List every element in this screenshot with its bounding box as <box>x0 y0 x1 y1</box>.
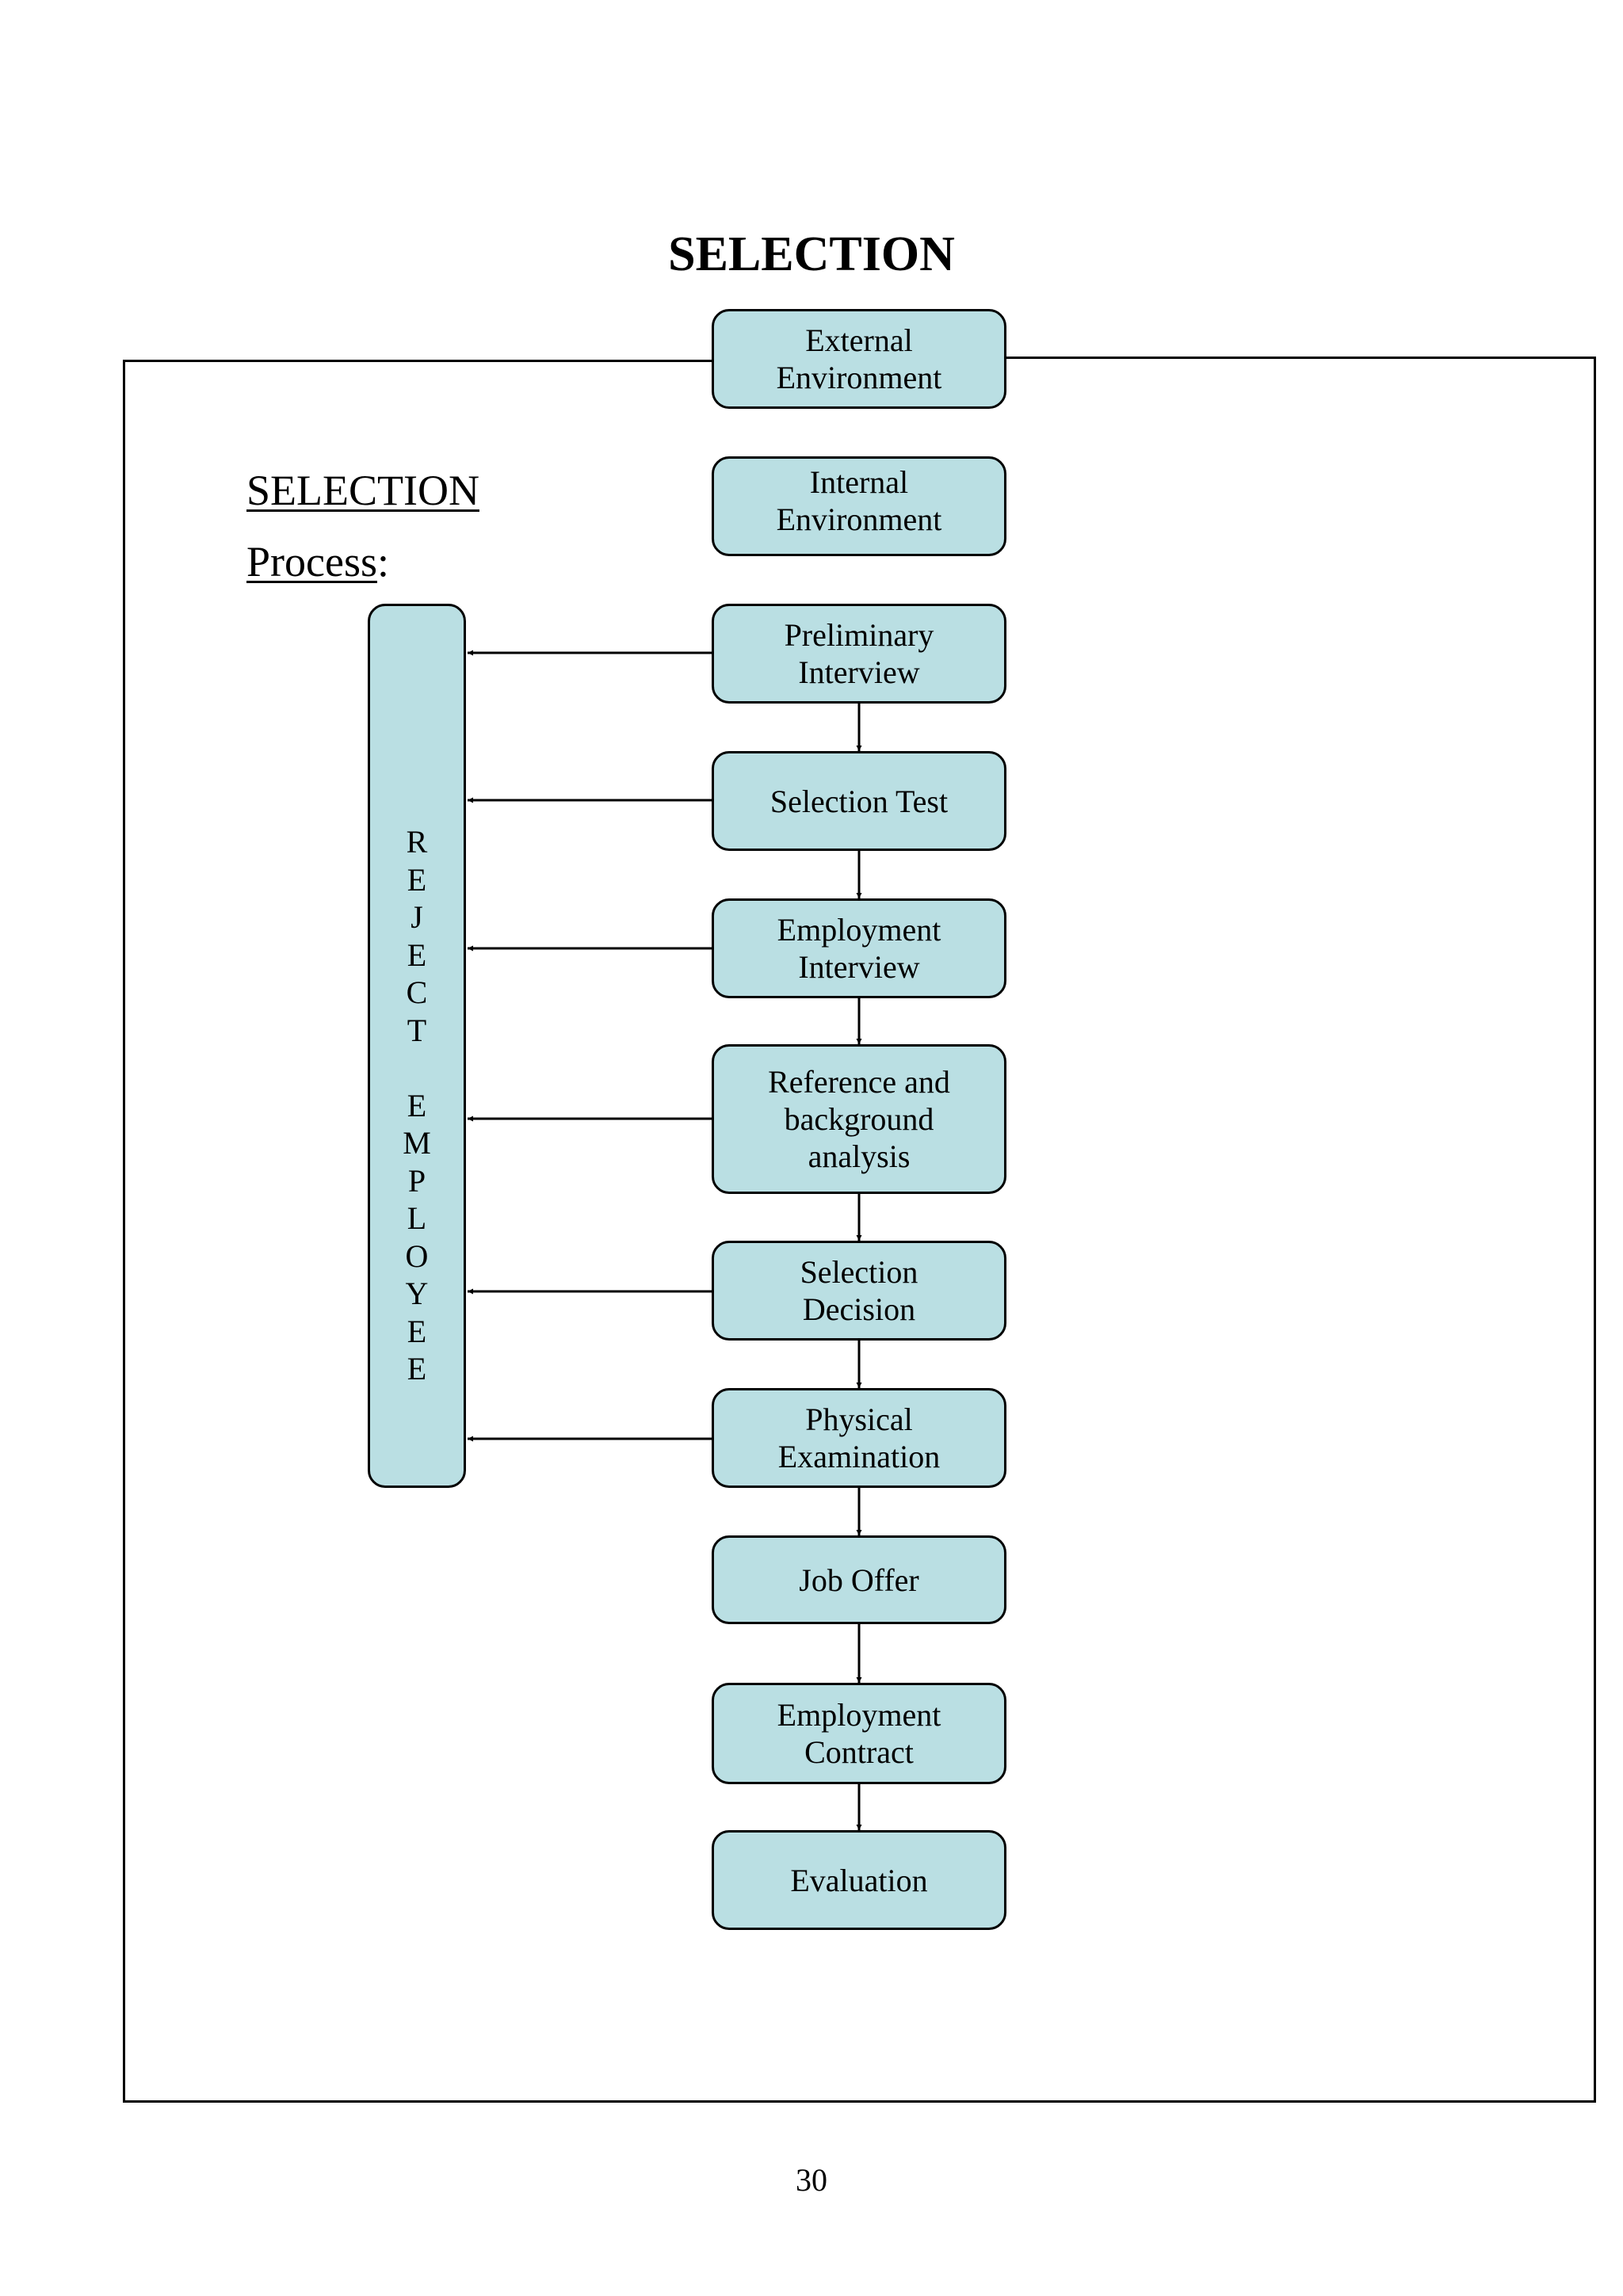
page-title: SELECTION <box>668 227 955 281</box>
reject-employee-box: R E J E C T E M P L O Y E E <box>368 604 466 1488</box>
step-job-offer: Job Offer <box>712 1535 1006 1624</box>
step-reference-background: Reference and background analysis <box>712 1044 1006 1194</box>
reject-arrows <box>468 650 712 1442</box>
step-selection-decision: Selection Decision <box>712 1241 1006 1341</box>
frame-top-left <box>123 360 713 362</box>
step-selection-test: Selection Test <box>712 751 1006 851</box>
frame-top-right <box>1005 357 1596 359</box>
frame-left <box>123 360 125 2103</box>
step-employment-interview: Employment Interview <box>712 898 1006 998</box>
process-label: SELECTION Process: <box>246 455 479 597</box>
process-label-colon: : <box>376 538 389 585</box>
frame-bottom <box>123 2100 1596 2103</box>
reject-employee-label: R E J E C T E M P L O Y E E <box>403 824 431 1386</box>
frame-right <box>1594 357 1596 2103</box>
step-preliminary-interview: Preliminary Interview <box>712 604 1006 704</box>
step-physical-examination: Physical Examination <box>712 1388 1006 1488</box>
process-label-line1: SELECTION <box>246 467 479 514</box>
step-external-environment: External Environment <box>712 309 1006 409</box>
step-employment-contract: Employment Contract <box>712 1683 1006 1784</box>
process-label-line2: Process <box>246 538 377 585</box>
step-internal-environment: Internal Environment <box>712 456 1006 556</box>
page-number: 30 <box>796 2162 827 2198</box>
step-evaluation: Evaluation <box>712 1830 1006 1930</box>
